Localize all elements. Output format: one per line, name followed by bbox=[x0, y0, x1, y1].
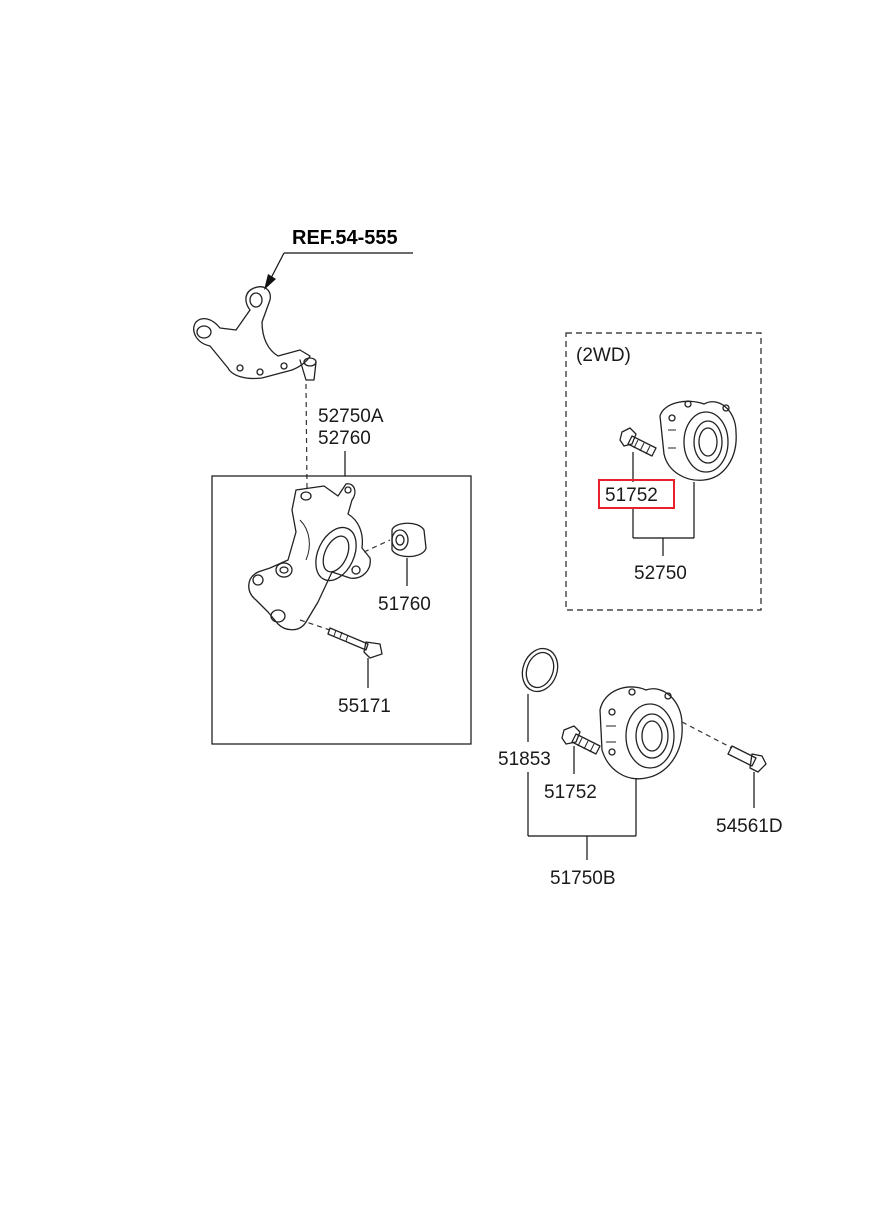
label-54561d[interactable]: 54561D bbox=[716, 816, 783, 837]
label-51750b[interactable]: 51750B bbox=[550, 868, 616, 889]
hub-bolt-drawing bbox=[561, 725, 601, 755]
label-51853[interactable]: 51853 bbox=[498, 749, 551, 770]
label-51760[interactable]: 51760 bbox=[378, 594, 431, 615]
ref-leader bbox=[269, 252, 285, 281]
o-ring-drawing bbox=[521, 647, 559, 693]
hub-bolt-2wd-drawing bbox=[619, 427, 657, 457]
label-51752-highlighted[interactable]: 51752 bbox=[605, 485, 658, 506]
hub-drawing bbox=[599, 686, 683, 780]
variant-2wd-box bbox=[565, 332, 762, 611]
knuckle-drawing bbox=[248, 483, 371, 631]
bushing-drawing bbox=[363, 522, 427, 558]
knuckle-group-box bbox=[211, 475, 472, 745]
variant-label[interactable]: (2WD) bbox=[576, 345, 631, 366]
label-55171[interactable]: 55171 bbox=[338, 696, 391, 717]
highlight-box bbox=[598, 479, 675, 509]
label-52750[interactable]: 52750 bbox=[634, 563, 687, 584]
ref-label[interactable]: REF.54-555 bbox=[292, 227, 398, 249]
label-51752[interactable]: 51752 bbox=[544, 782, 597, 803]
hub-2wd-drawing bbox=[659, 400, 737, 481]
label-52760[interactable]: 52760 bbox=[318, 428, 371, 449]
ref-arrow-icon bbox=[264, 274, 276, 290]
upper-arm-drawing bbox=[193, 286, 317, 381]
knuckle-bolt-drawing bbox=[299, 619, 383, 659]
flange-bolt-drawing bbox=[681, 721, 767, 773]
ball-joint-axis bbox=[305, 383, 308, 489]
label-52750a[interactable]: 52750A bbox=[318, 406, 384, 427]
